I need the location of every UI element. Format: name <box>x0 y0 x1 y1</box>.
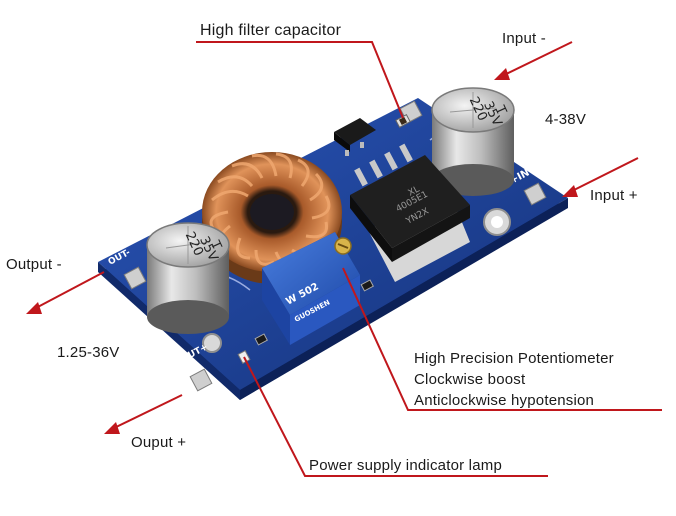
trim-potentiometer: W 502 GUOSHEN <box>262 232 360 345</box>
arrow-input-minus <box>501 41 573 77</box>
label-potentiometer-title: High Precision Potentiometer <box>414 350 614 367</box>
label-output-plus: Ouput + <box>131 434 187 451</box>
arrow-head-icon <box>104 422 120 434</box>
arrow-output-minus <box>33 271 105 310</box>
leader-filter-capacitor <box>196 41 404 119</box>
arrow-output-plus <box>111 394 183 430</box>
smd-capacitor-small <box>395 113 411 129</box>
arrow-head-icon <box>26 302 42 314</box>
toroid-inductor <box>202 152 342 284</box>
label-potentiometer-clockwise: Clockwise boost <box>414 371 526 388</box>
pad-out-minus <box>123 266 147 290</box>
annotations <box>196 41 662 477</box>
input-capacitor: 220 35V T <box>431 87 515 196</box>
label-high-filter-capacitor: High filter capacitor <box>200 22 342 39</box>
label-input-minus: Input - <box>502 30 546 47</box>
pad-in-plus <box>523 182 547 206</box>
label-input-voltage: 4-38V <box>545 111 587 128</box>
label-potentiometer-anticlockwise: Anticlockwise hypotension <box>414 392 595 409</box>
mounting-hole <box>202 333 222 353</box>
arrows <box>26 41 639 434</box>
arrow-input-plus <box>569 157 639 193</box>
pad-out-plus <box>189 368 213 392</box>
smd-transistor <box>334 118 376 156</box>
arrow-head-icon <box>562 185 578 197</box>
ic-mark-1: XL <box>407 185 422 199</box>
leader-potentiometer <box>342 267 662 411</box>
label-input-plus: Input + <box>590 187 638 204</box>
label-output-voltage: 1.25-36V <box>57 344 120 361</box>
leader-indicator-lamp <box>243 356 548 477</box>
arrow-head-icon <box>494 68 510 80</box>
label-indicator-lamp: Power supply indicator lamp <box>309 457 502 474</box>
label-output-minus: Output - <box>6 256 62 273</box>
regulator-ic: XL 4005E1 YN2X <box>350 143 470 282</box>
smd-resistors <box>237 279 374 364</box>
output-capacitor: 220 35V T <box>146 222 230 334</box>
